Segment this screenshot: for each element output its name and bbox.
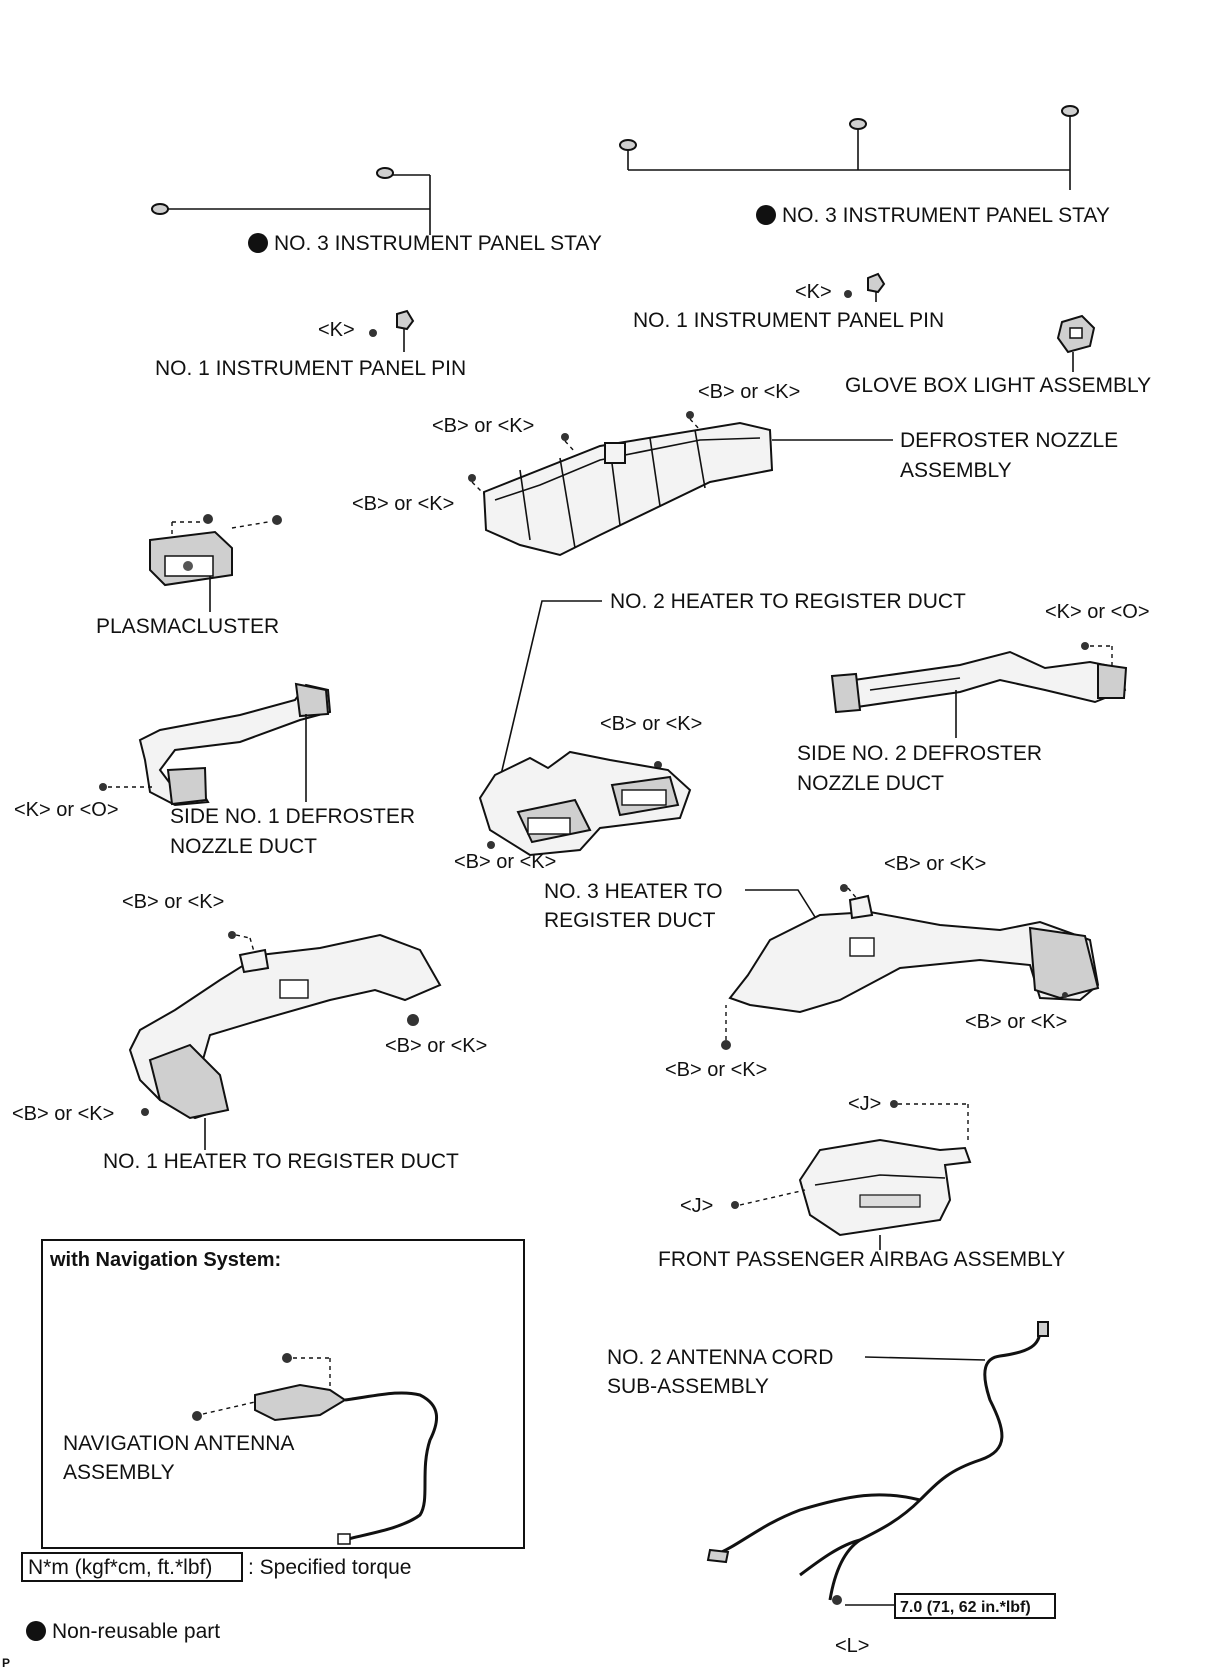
pin-right-label: NO. 1 INSTRUMENT PANEL PIN	[633, 309, 944, 332]
clip-icon	[376, 167, 394, 179]
side-defroster-2: <K> or <O> SIDE NO. 2 DEFROSTER NOZZLE D…	[797, 601, 1150, 795]
screw-icon	[731, 1201, 739, 1209]
fastener-label: <B> or <K>	[665, 1059, 767, 1081]
screw-icon	[1081, 642, 1089, 650]
fastener-label: <B> or <K>	[965, 1011, 1067, 1033]
screw-icon	[407, 1014, 419, 1026]
screw-icon	[890, 1100, 898, 1108]
heater-duct-1-label: NO. 1 HEATER TO REGISTER DUCT	[103, 1150, 459, 1173]
screw-icon	[686, 411, 694, 419]
legend: N*m (kgf*cm, ft.*lbf) : Specified torque…	[2, 1552, 411, 1668]
screw-icon	[272, 515, 282, 525]
screw-icon	[369, 329, 377, 337]
antenna-cord-label-b: SUB-ASSEMBLY	[607, 1375, 769, 1398]
fastener-label: <B> or <K>	[122, 891, 224, 913]
fastener-label: <B> or <K>	[385, 1035, 487, 1057]
pin-left: <K> NO. 1 INSTRUMENT PANEL PIN	[155, 309, 466, 380]
torque-value: 7.0 (71, 62 in.*lbf)	[900, 1599, 1031, 1616]
plasmacluster: PLASMACLUSTER	[96, 514, 282, 638]
fastener-label: <K>	[318, 319, 355, 341]
plasmacluster-label: PLASMACLUSTER	[96, 615, 279, 638]
nav-antenna-label-b: ASSEMBLY	[63, 1461, 175, 1484]
heater-duct-3: <B> or <K> NO. 3 HEATER TO REGISTER DUCT…	[544, 853, 1100, 1081]
legend-torque-text: : Specified torque	[248, 1556, 411, 1579]
screw-icon	[282, 1353, 292, 1363]
fastener-label: <K> or <O>	[14, 799, 119, 821]
fastener-label: <J>	[848, 1093, 881, 1115]
clip-icon	[151, 203, 169, 215]
antenna-cord: NO. 2 ANTENNA CORD SUB-ASSEMBLY <L> 7.0 …	[607, 1321, 1056, 1657]
screw-icon	[99, 783, 107, 791]
screw-icon	[228, 931, 236, 939]
heater-duct-1: <B> or <K> <B> or <K> <B> or <K> NO. 1 H…	[12, 891, 487, 1173]
pin-left-label: NO. 1 INSTRUMENT PANEL PIN	[155, 357, 466, 380]
screw-icon	[844, 290, 852, 298]
clip-icon	[619, 139, 637, 151]
fastener-label: <B> or <K>	[352, 493, 454, 515]
fastener-label: <B> or <K>	[454, 851, 556, 873]
fastener-label: <K>	[795, 281, 832, 303]
airbag-label: FRONT PASSENGER AIRBAG ASSEMBLY	[658, 1248, 1065, 1271]
defroster-nozzle-label-1: DEFROSTER NOZZLE	[900, 429, 1118, 452]
screw-icon	[561, 433, 569, 441]
heater-duct-2-label: NO. 2 HEATER TO REGISTER DUCT	[610, 590, 966, 613]
nonreusable-dot-icon	[26, 1621, 46, 1641]
fastener-label: <B> or <K>	[432, 415, 534, 437]
nav-box-title: with Navigation System:	[49, 1249, 281, 1271]
heater-duct-3-label-b: REGISTER DUCT	[544, 909, 716, 932]
fastener-label: <B> or <K>	[12, 1103, 114, 1125]
side-defroster-1: <K> or <O> SIDE NO. 1 DEFROSTER NOZZLE D…	[14, 682, 415, 858]
screw-icon	[203, 514, 213, 524]
screw-icon	[487, 841, 495, 849]
screw-icon	[468, 474, 476, 482]
nonreusable-dot-icon	[248, 233, 268, 253]
glove-box-light: GLOVE BOX LIGHT ASSEMBLY	[845, 314, 1151, 397]
corner-mark: P	[2, 1656, 10, 1668]
antenna-cord-label-a: NO. 2 ANTENNA CORD	[607, 1346, 833, 1369]
clip-icon	[1061, 105, 1079, 117]
screw-icon	[192, 1411, 202, 1421]
defroster-nozzle: <B> or <K> <B> or <K> <B> or <K> DEFROST…	[352, 381, 1118, 557]
clip-icon	[849, 118, 867, 130]
legend-torque-symbol: N*m (kgf*cm, ft.*lbf)	[28, 1556, 212, 1579]
screw-icon	[1062, 992, 1068, 998]
stay-right-label: NO. 3 INSTRUMENT PANEL STAY	[782, 204, 1110, 227]
airbag-assembly: <J> <J> FRONT PASSENGER AIRBAG ASSEMBLY	[658, 1093, 1065, 1271]
side-defroster-2-label-a: SIDE NO. 2 DEFROSTER	[797, 742, 1042, 765]
fastener-label: <B> or <K>	[884, 853, 986, 875]
defroster-nozzle-label-2: ASSEMBLY	[900, 459, 1012, 482]
stay-left: NO. 3 INSTRUMENT PANEL STAY	[151, 167, 602, 255]
legend-nonreusable-text: Non-reusable part	[52, 1620, 220, 1643]
stay-right: NO. 3 INSTRUMENT PANEL STAY	[619, 105, 1110, 227]
nonreusable-dot-icon	[756, 205, 776, 225]
stay-left-label: NO. 3 INSTRUMENT PANEL STAY	[274, 232, 602, 255]
screw-icon	[840, 884, 848, 892]
side-defroster-1-label-a: SIDE NO. 1 DEFROSTER	[170, 805, 415, 828]
fastener-label: <B> or <K>	[600, 713, 702, 735]
heater-duct-2: NO. 2 HEATER TO REGISTER DUCT <B> or <K>…	[454, 590, 966, 873]
nav-antenna-label-a: NAVIGATION ANTENNA	[63, 1432, 294, 1455]
screw-icon	[141, 1108, 149, 1116]
side-defroster-2-label-b: NOZZLE DUCT	[797, 772, 944, 795]
glove-box-light-label: GLOVE BOX LIGHT ASSEMBLY	[845, 374, 1151, 397]
side-defroster-1-label-b: NOZZLE DUCT	[170, 835, 317, 858]
pin-right: <K> NO. 1 INSTRUMENT PANEL PIN	[633, 272, 944, 332]
screw-icon	[832, 1595, 842, 1605]
heater-duct-3-label-a: NO. 3 HEATER TO	[544, 880, 723, 903]
navigation-system-box: with Navigation System: NAVIGATION ANTEN…	[41, 1239, 525, 1549]
fastener-label: <L>	[835, 1635, 869, 1657]
fastener-label: <B> or <K>	[698, 381, 800, 403]
screw-icon	[721, 1040, 731, 1050]
fastener-label: <K> or <O>	[1045, 601, 1150, 623]
fastener-label: <J>	[680, 1195, 713, 1217]
